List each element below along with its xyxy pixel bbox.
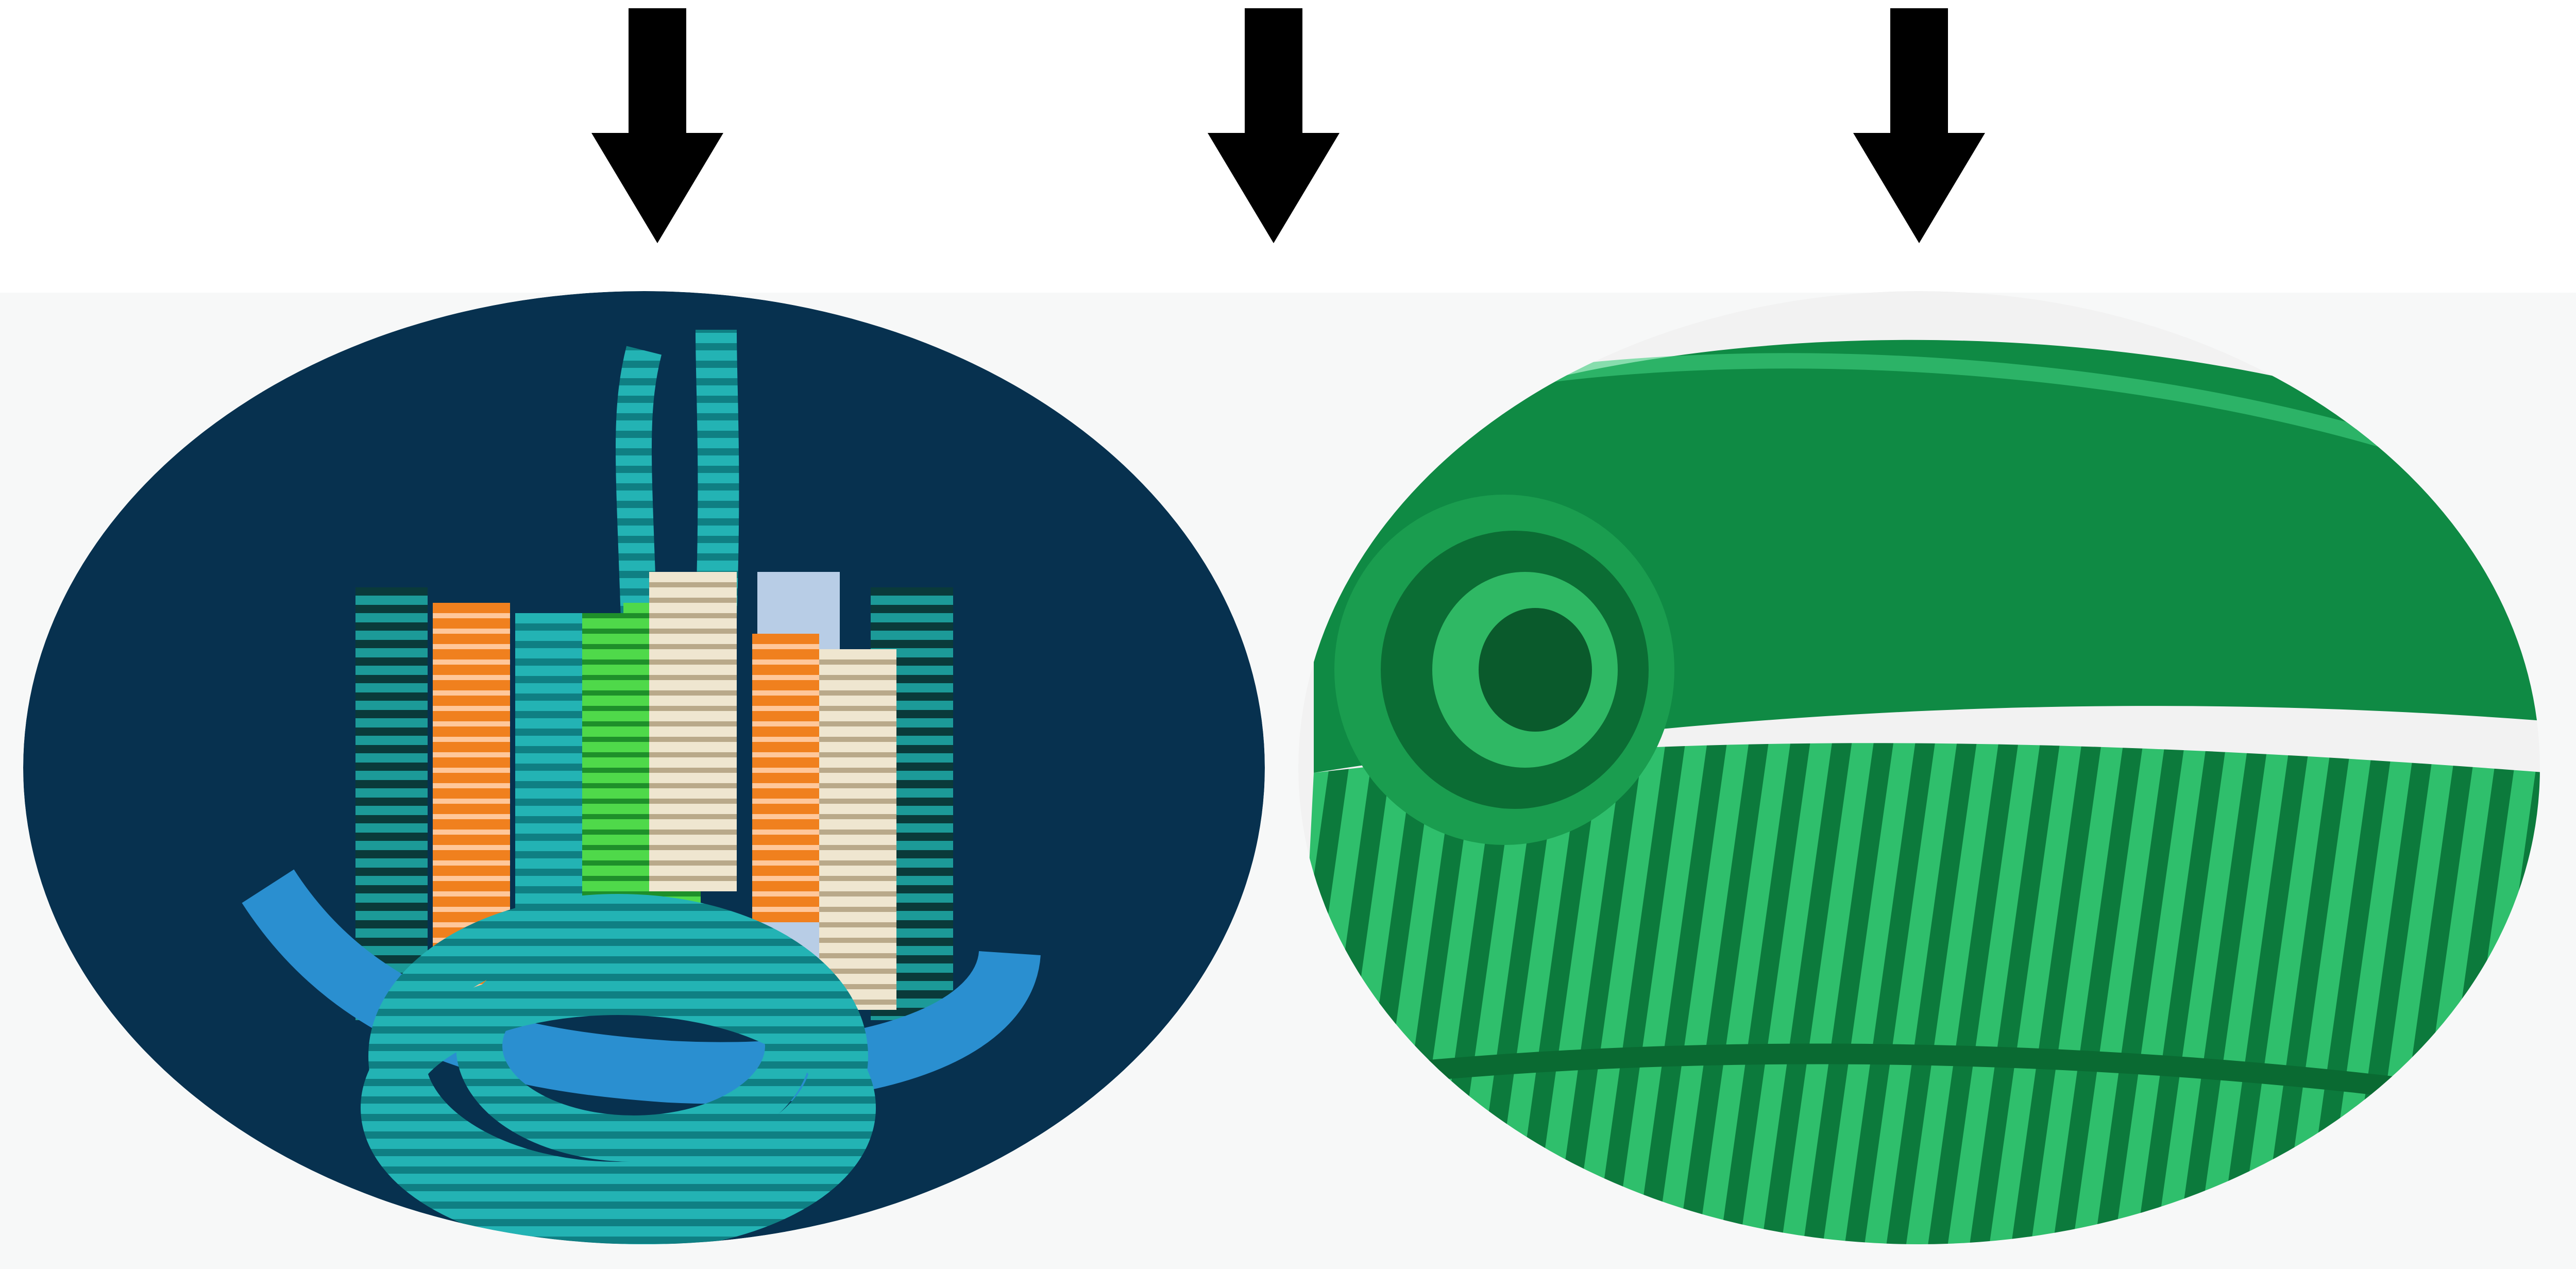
assorted-hoses-photo <box>23 291 1265 1244</box>
down-arrow-icon <box>591 8 723 243</box>
down-arrow-icon <box>1208 8 1340 243</box>
down-arrow-icon <box>1853 8 1985 243</box>
green-suction-hose-photo <box>1298 291 2540 1244</box>
